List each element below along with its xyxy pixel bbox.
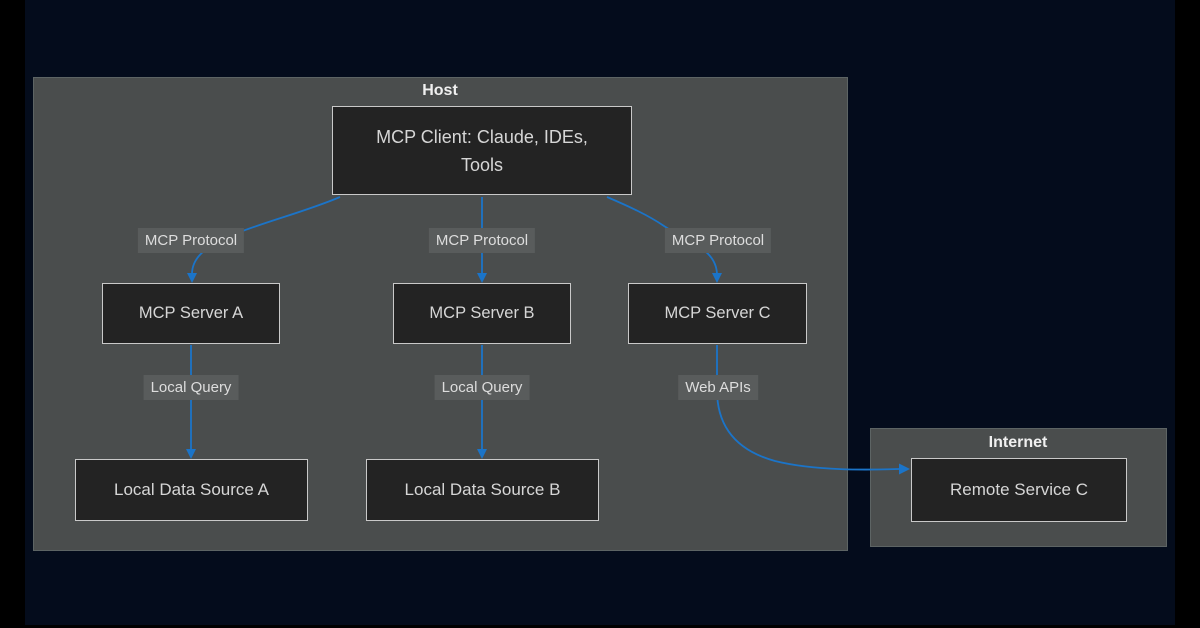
- edge-label-mcp-protocol-b: MCP Protocol: [428, 228, 536, 253]
- edge-label-web-apis: Web APIs: [678, 375, 758, 400]
- mcp-server-b-node: MCP Server B: [393, 283, 571, 344]
- mcp-client-label-line1: MCP Client: Claude, IDEs,: [376, 126, 588, 147]
- mcp-client-label-line2: Tools: [460, 154, 504, 175]
- internet-panel-title: Internet: [988, 434, 1048, 451]
- remote-service-c-node: Remote Service C: [911, 458, 1127, 522]
- edge-label-mcp-protocol-c: MCP Protocol: [664, 228, 772, 253]
- mcp-server-c-node: MCP Server C: [628, 283, 807, 344]
- edge-label-local-query-a: Local Query: [143, 375, 239, 400]
- remote-service-c-label: Remote Service C: [950, 480, 1088, 499]
- host-panel-title: Host: [422, 82, 458, 99]
- local-data-source-a-label: Local Data Source A: [114, 480, 269, 499]
- local-data-source-b-label: Local Data Source B: [404, 480, 561, 499]
- edge-label-local-query-b: Local Query: [434, 375, 530, 400]
- mcp-server-a-node: MCP Server A: [102, 283, 280, 344]
- mcp-server-c-label: MCP Server C: [664, 304, 771, 322]
- mcp-client-node: MCP Client: Claude, IDEs, Tools: [332, 106, 632, 195]
- mcp-server-b-label: MCP Server B: [429, 304, 535, 322]
- mcp-server-a-label: MCP Server A: [138, 304, 244, 322]
- local-data-source-b-node: Local Data Source B: [366, 459, 599, 521]
- local-data-source-a-node: Local Data Source A: [75, 459, 308, 521]
- edge-label-mcp-protocol-a: MCP Protocol: [137, 228, 245, 253]
